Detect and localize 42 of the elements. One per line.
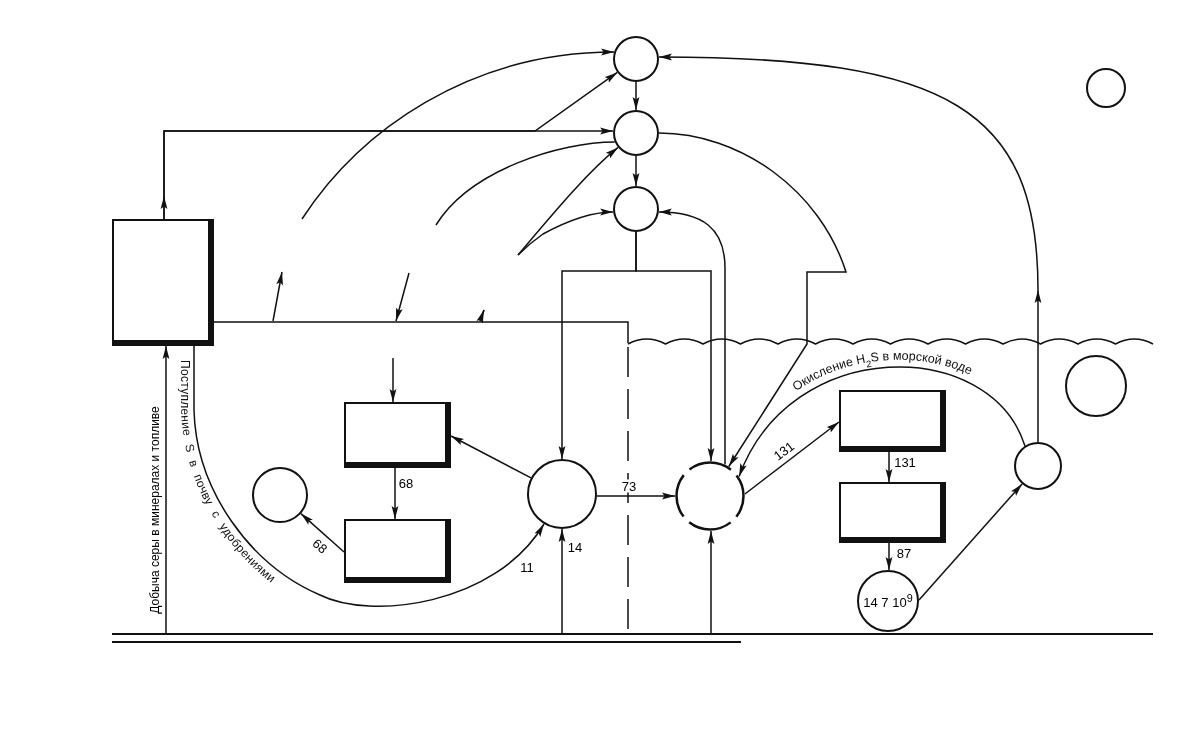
arrow — [193, 345, 545, 607]
edge-label: 131 — [893, 455, 917, 469]
arrow — [391, 467, 399, 520]
arrow — [596, 492, 676, 500]
circle-node — [252, 467, 308, 523]
arrow — [450, 435, 532, 479]
node-label: 14 7 10$^{9}$ — [863, 592, 913, 610]
arrow — [632, 155, 640, 187]
box-node — [112, 219, 214, 346]
box-node — [839, 482, 946, 543]
box-node — [344, 402, 451, 468]
arrow — [885, 451, 893, 483]
dashed-circle-node — [675, 461, 745, 531]
circle-node — [613, 36, 659, 82]
arrow — [707, 530, 715, 635]
arrow — [885, 542, 893, 571]
arrow — [658, 209, 726, 466]
arrow — [395, 141, 616, 322]
arrow — [738, 366, 1026, 478]
arrow — [389, 357, 397, 403]
arrow — [658, 132, 847, 468]
arrow — [918, 483, 1023, 601]
circle-node — [1014, 442, 1062, 490]
arrow — [300, 512, 345, 553]
circle-node — [613, 186, 659, 232]
arrow — [162, 345, 170, 635]
edge-label: 68 — [397, 476, 415, 490]
arrow — [635, 231, 715, 462]
edge-label: 73 — [620, 479, 638, 493]
arrow — [632, 81, 640, 111]
box-node — [839, 390, 946, 452]
circle-node — [613, 110, 659, 156]
edge-label: Добыча серы в минералах и топливе — [149, 405, 161, 615]
arrow — [744, 421, 840, 495]
edge-label: 14 — [566, 540, 584, 554]
box-node — [344, 519, 451, 583]
arrow — [163, 71, 619, 220]
arrow — [558, 528, 566, 635]
value-label: 11 — [519, 560, 535, 574]
circle-node — [1086, 68, 1126, 108]
edge-label: 87 — [895, 546, 913, 560]
arrow — [479, 209, 614, 322]
